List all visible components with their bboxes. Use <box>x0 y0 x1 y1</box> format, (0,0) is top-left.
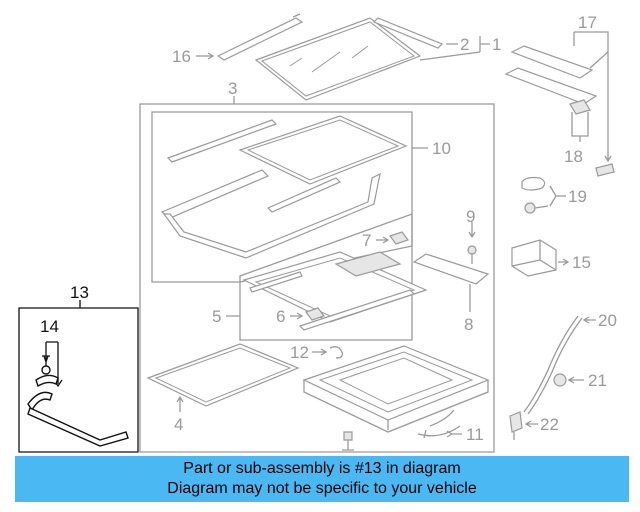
callout-21: 21 <box>588 371 607 390</box>
part-22-valve <box>509 411 538 440</box>
callout-11: 11 <box>466 425 484 444</box>
part-2-strip <box>372 17 444 49</box>
part-13-seal[interactable] <box>27 374 129 447</box>
part-20-hose <box>523 315 596 415</box>
callout-6: 6 <box>276 307 285 326</box>
callout-13: 13 <box>70 283 89 302</box>
part-11-harness <box>417 409 462 439</box>
callout-18: 18 <box>564 147 583 166</box>
callout-20: 20 <box>598 311 617 330</box>
part-17-clip <box>595 52 615 177</box>
callout-8: 8 <box>464 315 473 334</box>
part-17-brackets <box>504 31 609 115</box>
callout-10: 10 <box>432 139 451 158</box>
callout-19: 19 <box>568 187 587 206</box>
part-19-parts <box>521 176 566 214</box>
callout-15: 15 <box>572 253 591 272</box>
callout-12: 12 <box>290 343 309 362</box>
part-18-bracket <box>571 112 589 142</box>
callout-5: 5 <box>212 307 221 326</box>
assembly-box-3 <box>139 96 495 453</box>
part-9-bolt <box>467 222 477 264</box>
callout-1: 1 <box>492 35 501 54</box>
callout-16: 16 <box>172 47 191 66</box>
callout-14: 14 <box>40 317 59 336</box>
part-8-bracket <box>412 253 490 312</box>
part-5-frame <box>242 251 428 331</box>
part-21-grommet <box>553 373 584 387</box>
part-7-bracket <box>376 231 409 245</box>
callout-3: 3 <box>228 79 237 98</box>
part-6-clip <box>290 307 325 321</box>
part-10-seals <box>160 115 408 259</box>
info-banner: Part or sub-assembly is #13 in diagram D… <box>15 456 629 502</box>
part-1-glass-panel <box>254 17 422 101</box>
callout-4: 4 <box>174 415 183 434</box>
callout-17: 17 <box>578 13 597 32</box>
callout-22: 22 <box>540 415 559 434</box>
part-housing-frame <box>302 345 490 451</box>
part-16-strip <box>196 13 304 61</box>
callout-2: 2 <box>460 35 469 54</box>
subassembly-box-5 <box>226 213 413 341</box>
callout-9: 9 <box>466 207 475 226</box>
part-15-motor <box>511 239 570 277</box>
banner-line-2: Diagram may not be specific to your vehi… <box>167 480 477 497</box>
part-4-seal <box>146 343 300 412</box>
part-12-clip <box>312 346 344 359</box>
callout-7: 7 <box>362 231 371 250</box>
part-13-highlight-box <box>18 300 139 453</box>
banner-line-1: Part or sub-assembly is #13 in diagram <box>183 460 461 477</box>
